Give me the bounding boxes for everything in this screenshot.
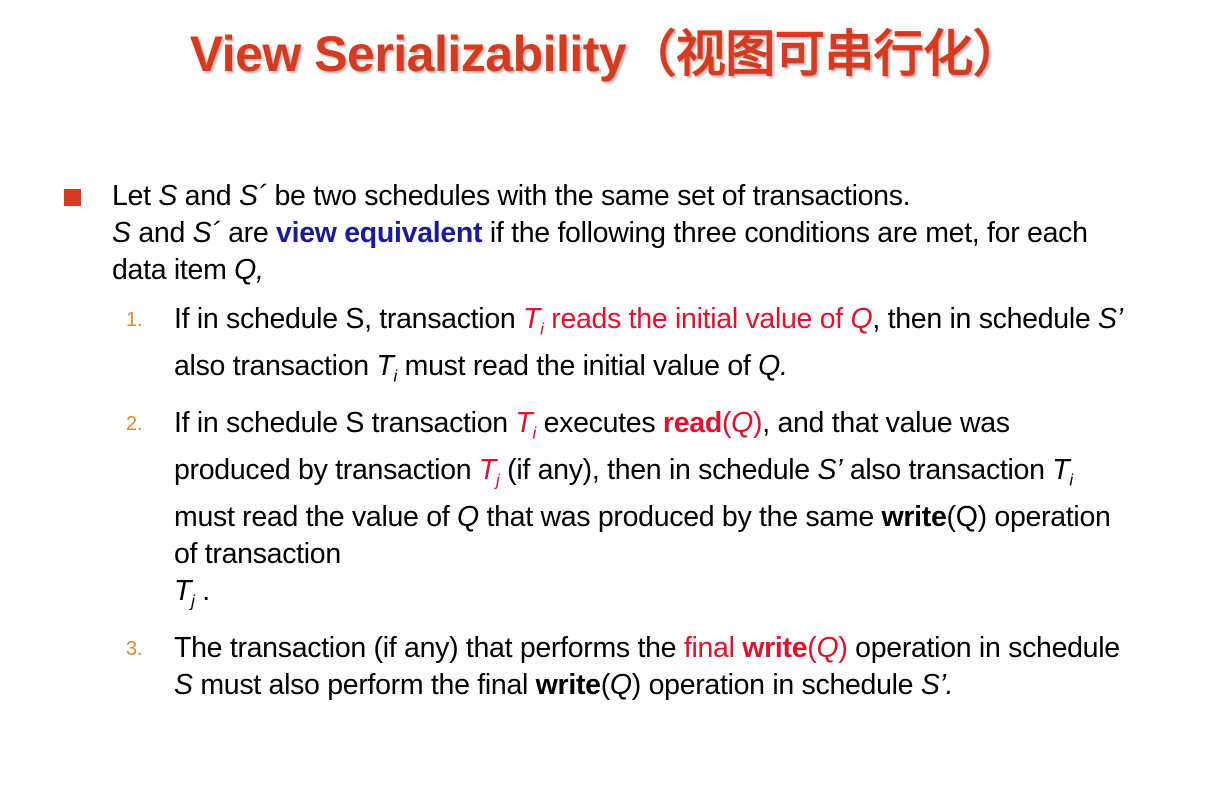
item-number: 3. xyxy=(126,638,143,661)
condition-item-3: 3. The transaction (if any) that perform… xyxy=(126,632,1120,702)
slide-body: Let S and S´ be two schedules with the s… xyxy=(64,178,1124,715)
condition-item-1: 1. If in schedule S, transaction Ti read… xyxy=(126,303,1123,386)
condition-item-2: 2. If in schedule S transaction Ti execu… xyxy=(126,407,1111,611)
main-bullet: Let S and S´ be two schedules with the s… xyxy=(64,178,1124,289)
view-equivalent-term: view equivalent xyxy=(276,217,483,249)
slide-title: View Serializability（视图可串行化） xyxy=(189,26,1023,82)
condition-list: 1. If in schedule S, transaction Ti read… xyxy=(64,301,1124,704)
square-bullet-icon xyxy=(64,189,81,206)
item-number: 1. xyxy=(126,309,143,331)
item-number: 2. xyxy=(126,413,143,436)
intro-text: Let S and S´ be two schedules with the s… xyxy=(112,180,1088,286)
